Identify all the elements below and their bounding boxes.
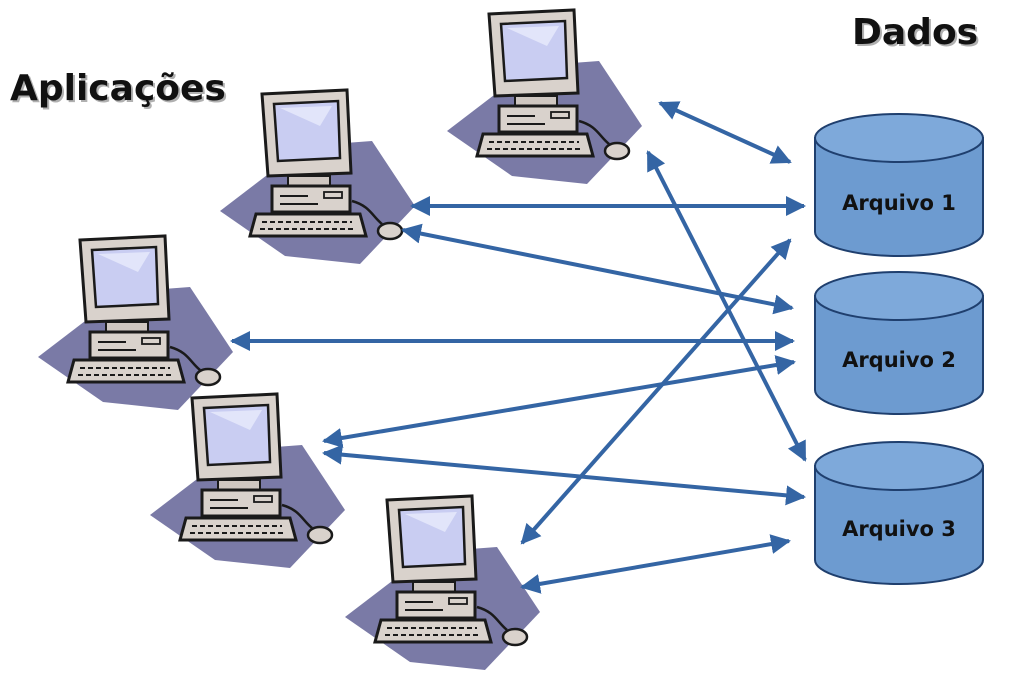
- databases-group: Arquivo 1 Arquivo 2 Arquivo 3: [814, 113, 984, 585]
- database-label-2: Arquivo 2: [842, 348, 956, 372]
- computer-icon: [218, 88, 417, 266]
- database-cylinder-2: Arquivo 2: [814, 271, 984, 415]
- computer-icon: [343, 494, 542, 672]
- applications-title: Aplicações: [10, 68, 226, 109]
- computer-icon: [36, 234, 235, 412]
- arrows-group: [230, 101, 807, 594]
- arrow-computer-5-arquivo-3: [520, 534, 791, 594]
- arrow-computer-5-arquivo-1: [520, 238, 792, 545]
- data-title: Dados: [852, 12, 979, 53]
- database-label-3: Arquivo 3: [842, 517, 956, 541]
- database-cylinder-3: Arquivo 3: [814, 441, 984, 585]
- database-label-1: Arquivo 1: [842, 191, 956, 215]
- database-cylinder-1: Arquivo 1: [814, 113, 984, 257]
- computer-icon: [445, 8, 644, 186]
- computer-icon: [148, 392, 347, 570]
- arrow-computer-4-arquivo-2: [322, 355, 796, 448]
- arrow-computer-1-arquivo-1: [658, 101, 792, 164]
- arrow-computer-4-arquivo-3: [322, 444, 806, 506]
- arrow-computer-2-arquivo-2: [401, 223, 794, 315]
